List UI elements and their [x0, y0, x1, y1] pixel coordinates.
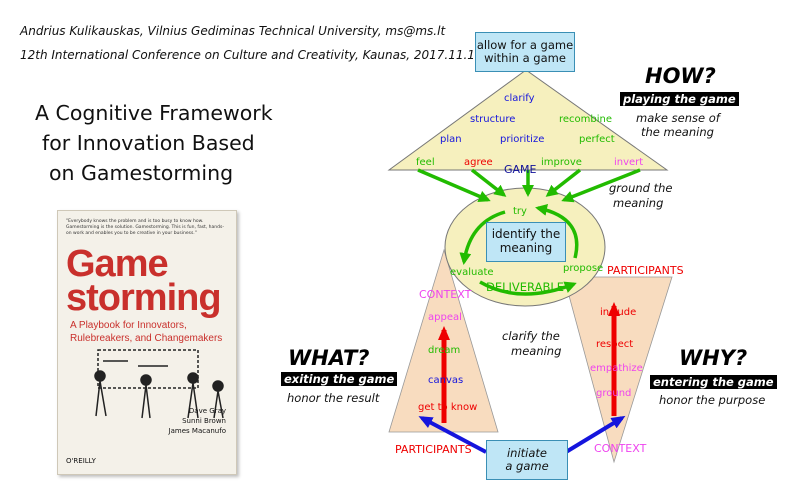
- word-try: try: [513, 206, 527, 217]
- what-label: WHAT?: [288, 346, 370, 370]
- word-empathize: empathize: [590, 363, 643, 374]
- book-title-game: Game: [66, 243, 169, 285]
- word-include: include: [600, 307, 637, 318]
- word-respect: respect: [596, 339, 634, 350]
- arrow-propose-try: [535, 204, 579, 259]
- box-top-line2: within a game: [484, 51, 566, 65]
- book-subtitle-1: A Playbook for Innovators,: [70, 320, 187, 331]
- box-center-line2: meaning: [499, 241, 553, 255]
- word-deliverable: DELIVERABLE: [486, 280, 565, 294]
- top-triangle: [387, 69, 669, 171]
- word-improve: improve: [541, 157, 582, 168]
- box-center-line1: identify the: [491, 227, 561, 242]
- title-line-1: A Cognitive Framework: [35, 101, 273, 125]
- word-game: GAME: [504, 163, 537, 176]
- arrow-evaluate-propose: [479, 280, 577, 296]
- why-tag: entering the game: [650, 375, 777, 389]
- blue-arrow-right: [564, 415, 626, 454]
- book-author-3: James Macanufo: [168, 427, 226, 435]
- clarify-meaning-2: meaning: [511, 344, 562, 358]
- box-top-line1: allow for a game: [476, 37, 574, 52]
- book-author-2: Sunni Brown: [182, 417, 226, 425]
- word-structure: structure: [470, 114, 516, 125]
- arrow-invert: [561, 168, 641, 203]
- header-conference: 12th International Conference on Culture…: [20, 48, 483, 62]
- why-label: WHY?: [679, 346, 748, 370]
- what-sub: honor the result: [287, 391, 380, 405]
- box-bottom-line2: a game: [505, 459, 549, 473]
- ground-meaning-2: meaning: [613, 196, 664, 210]
- word-propose: propose: [563, 263, 604, 274]
- how-sub-1: make sense of: [636, 111, 720, 125]
- book-author-1: Dave Gray: [188, 407, 226, 415]
- title-line-2: for Innovation Based: [42, 131, 255, 155]
- ground-meaning-1: ground the: [609, 181, 673, 195]
- book-cover: "Everybody knows the problem and is too …: [57, 210, 237, 475]
- word-participants-right: PARTICIPANTS: [607, 264, 684, 277]
- book-title-storming: storming: [66, 277, 222, 319]
- book-blurb: "Everybody knows the problem and is too …: [66, 219, 224, 236]
- why-sub: honor the purpose: [659, 393, 766, 407]
- word-invert: invert: [614, 157, 644, 168]
- word-agree: agree: [464, 157, 493, 168]
- green-cycle-arrows: [459, 204, 579, 296]
- word-participants-left: PARTICIPANTS: [395, 443, 472, 456]
- title-line-3: on Gamestorming: [49, 161, 234, 185]
- word-evaluate: evaluate: [450, 267, 494, 278]
- arrow-feel: [417, 168, 491, 202]
- how-sub-2: the meaning: [641, 125, 714, 139]
- green-converging-arrows: [417, 168, 641, 203]
- how-tag: playing the game: [620, 92, 739, 106]
- word-clarify: clarify: [504, 93, 535, 104]
- word-feel: feel: [416, 157, 435, 168]
- word-perfect: perfect: [579, 134, 615, 145]
- book-publisher: O'REILLY: [66, 457, 96, 465]
- word-appeal: appeal: [428, 312, 462, 323]
- word-prioritize: prioritize: [500, 134, 545, 145]
- clarify-meaning-1: clarify the: [502, 329, 560, 343]
- arrow-try-evaluate: [459, 210, 506, 265]
- word-ground: ground: [596, 388, 632, 399]
- word-context-left: CONTEXT: [419, 288, 472, 301]
- word-dream: dream: [428, 345, 461, 356]
- blue-arrow-left: [418, 416, 487, 454]
- how-label: HOW?: [645, 64, 716, 88]
- word-canvas: canvas: [428, 375, 464, 386]
- book-subtitle-2: Rulebreakers, and Changemakers: [70, 333, 223, 344]
- what-tag: exiting the game: [281, 372, 398, 386]
- right-triangle: [563, 276, 673, 464]
- word-context-right: CONTEXT: [594, 442, 647, 455]
- word-plan: plan: [440, 134, 462, 145]
- arrow-agree: [470, 168, 507, 197]
- word-recombine: recombine: [559, 114, 613, 125]
- header-author: Andrius Kulikauskas, Vilnius Gediminas T…: [20, 24, 446, 38]
- book-illustration: [94, 349, 224, 419]
- arrow-improve: [545, 168, 582, 197]
- box-bottom-line1: initiate: [506, 445, 547, 460]
- word-get-to-know: get to know: [418, 402, 478, 413]
